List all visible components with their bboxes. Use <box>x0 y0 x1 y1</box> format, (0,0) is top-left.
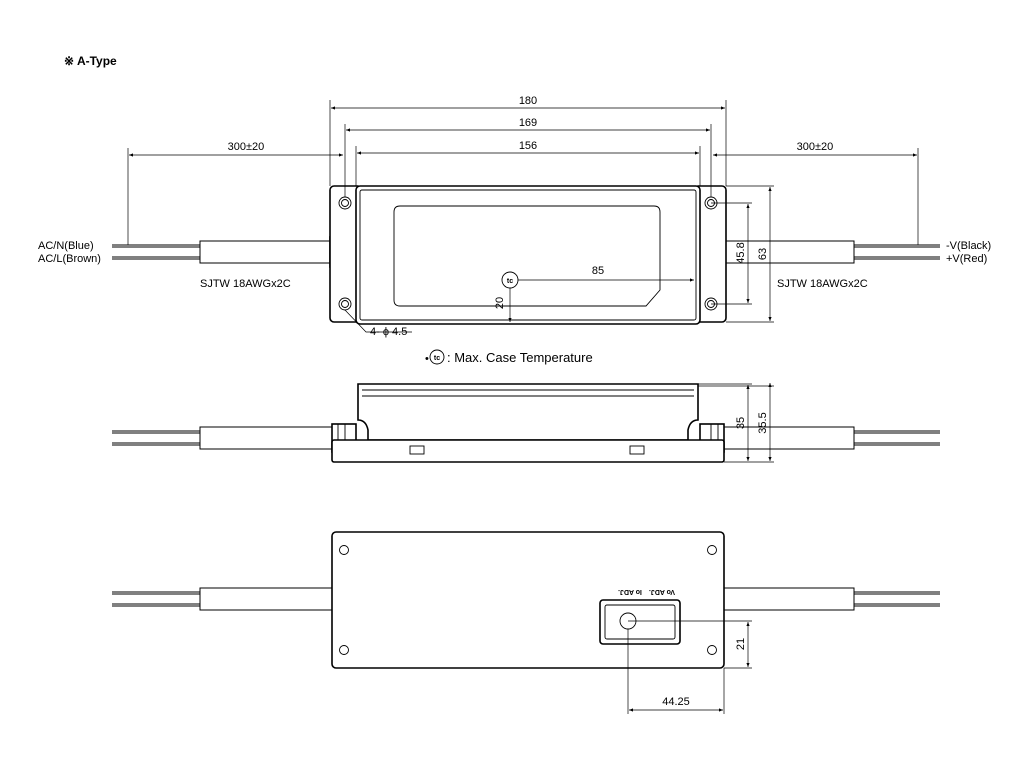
dim-35-5: 35.5 <box>757 412 769 433</box>
dim-20: 20 <box>494 297 506 309</box>
dim-85: 85 <box>592 265 604 277</box>
dim-63: 63 <box>757 248 769 260</box>
hole-note: 4- ϕ 4.5 <box>370 326 407 338</box>
side-base <box>331 439 725 463</box>
dim-44-25: 44.25 <box>662 696 690 708</box>
tc-note-symbol-text: tc <box>434 355 440 362</box>
tc-note-bullet: • <box>425 353 429 365</box>
input-n-label: AC/N(Blue) <box>38 240 94 252</box>
left-cable <box>199 240 333 264</box>
dim-180: 180 <box>519 95 537 107</box>
tc-note: : Max. Case Temperature <box>447 350 593 365</box>
top-view: tc 85 20 180 169 156 300±20 300±20 45.8 <box>38 95 991 365</box>
tc-note-symbol <box>429 349 445 365</box>
dim-45-8: 45.8 <box>735 242 747 263</box>
label-io-adj: Io ADJ. <box>618 588 642 595</box>
dim-cable-left: 300±20 <box>228 141 265 153</box>
input-l-label: AC/L(Brown) <box>38 253 101 265</box>
diagram-title: ※ A-Type <box>64 54 117 68</box>
cable-spec-right: SJTW 18AWGx2C <box>777 278 868 290</box>
side-body <box>357 383 699 441</box>
output-neg-label: -V(Black) <box>946 240 991 252</box>
left-wires <box>112 236 357 268</box>
top-body <box>355 185 701 325</box>
adjust-box <box>599 599 681 645</box>
dim-156: 156 <box>519 140 537 152</box>
label-area <box>393 205 661 307</box>
hole-leader <box>344 309 412 333</box>
side-view: 35 35.5 <box>112 383 940 463</box>
dim-21: 21 <box>735 638 747 650</box>
cable-spec-left: SJTW 18AWGx2C <box>200 278 291 290</box>
dim-35: 35 <box>735 417 747 429</box>
tc-symbol-text: tc <box>507 278 513 285</box>
dim-cable-right: 300±20 <box>797 141 834 153</box>
dim-169: 169 <box>519 117 537 129</box>
output-pos-label: +V(Red) <box>946 253 987 265</box>
bottom-view: Io ADJ. Vo ADJ. 21 44.25 <box>112 531 940 714</box>
label-vo-adj: Vo ADJ. <box>649 588 675 595</box>
